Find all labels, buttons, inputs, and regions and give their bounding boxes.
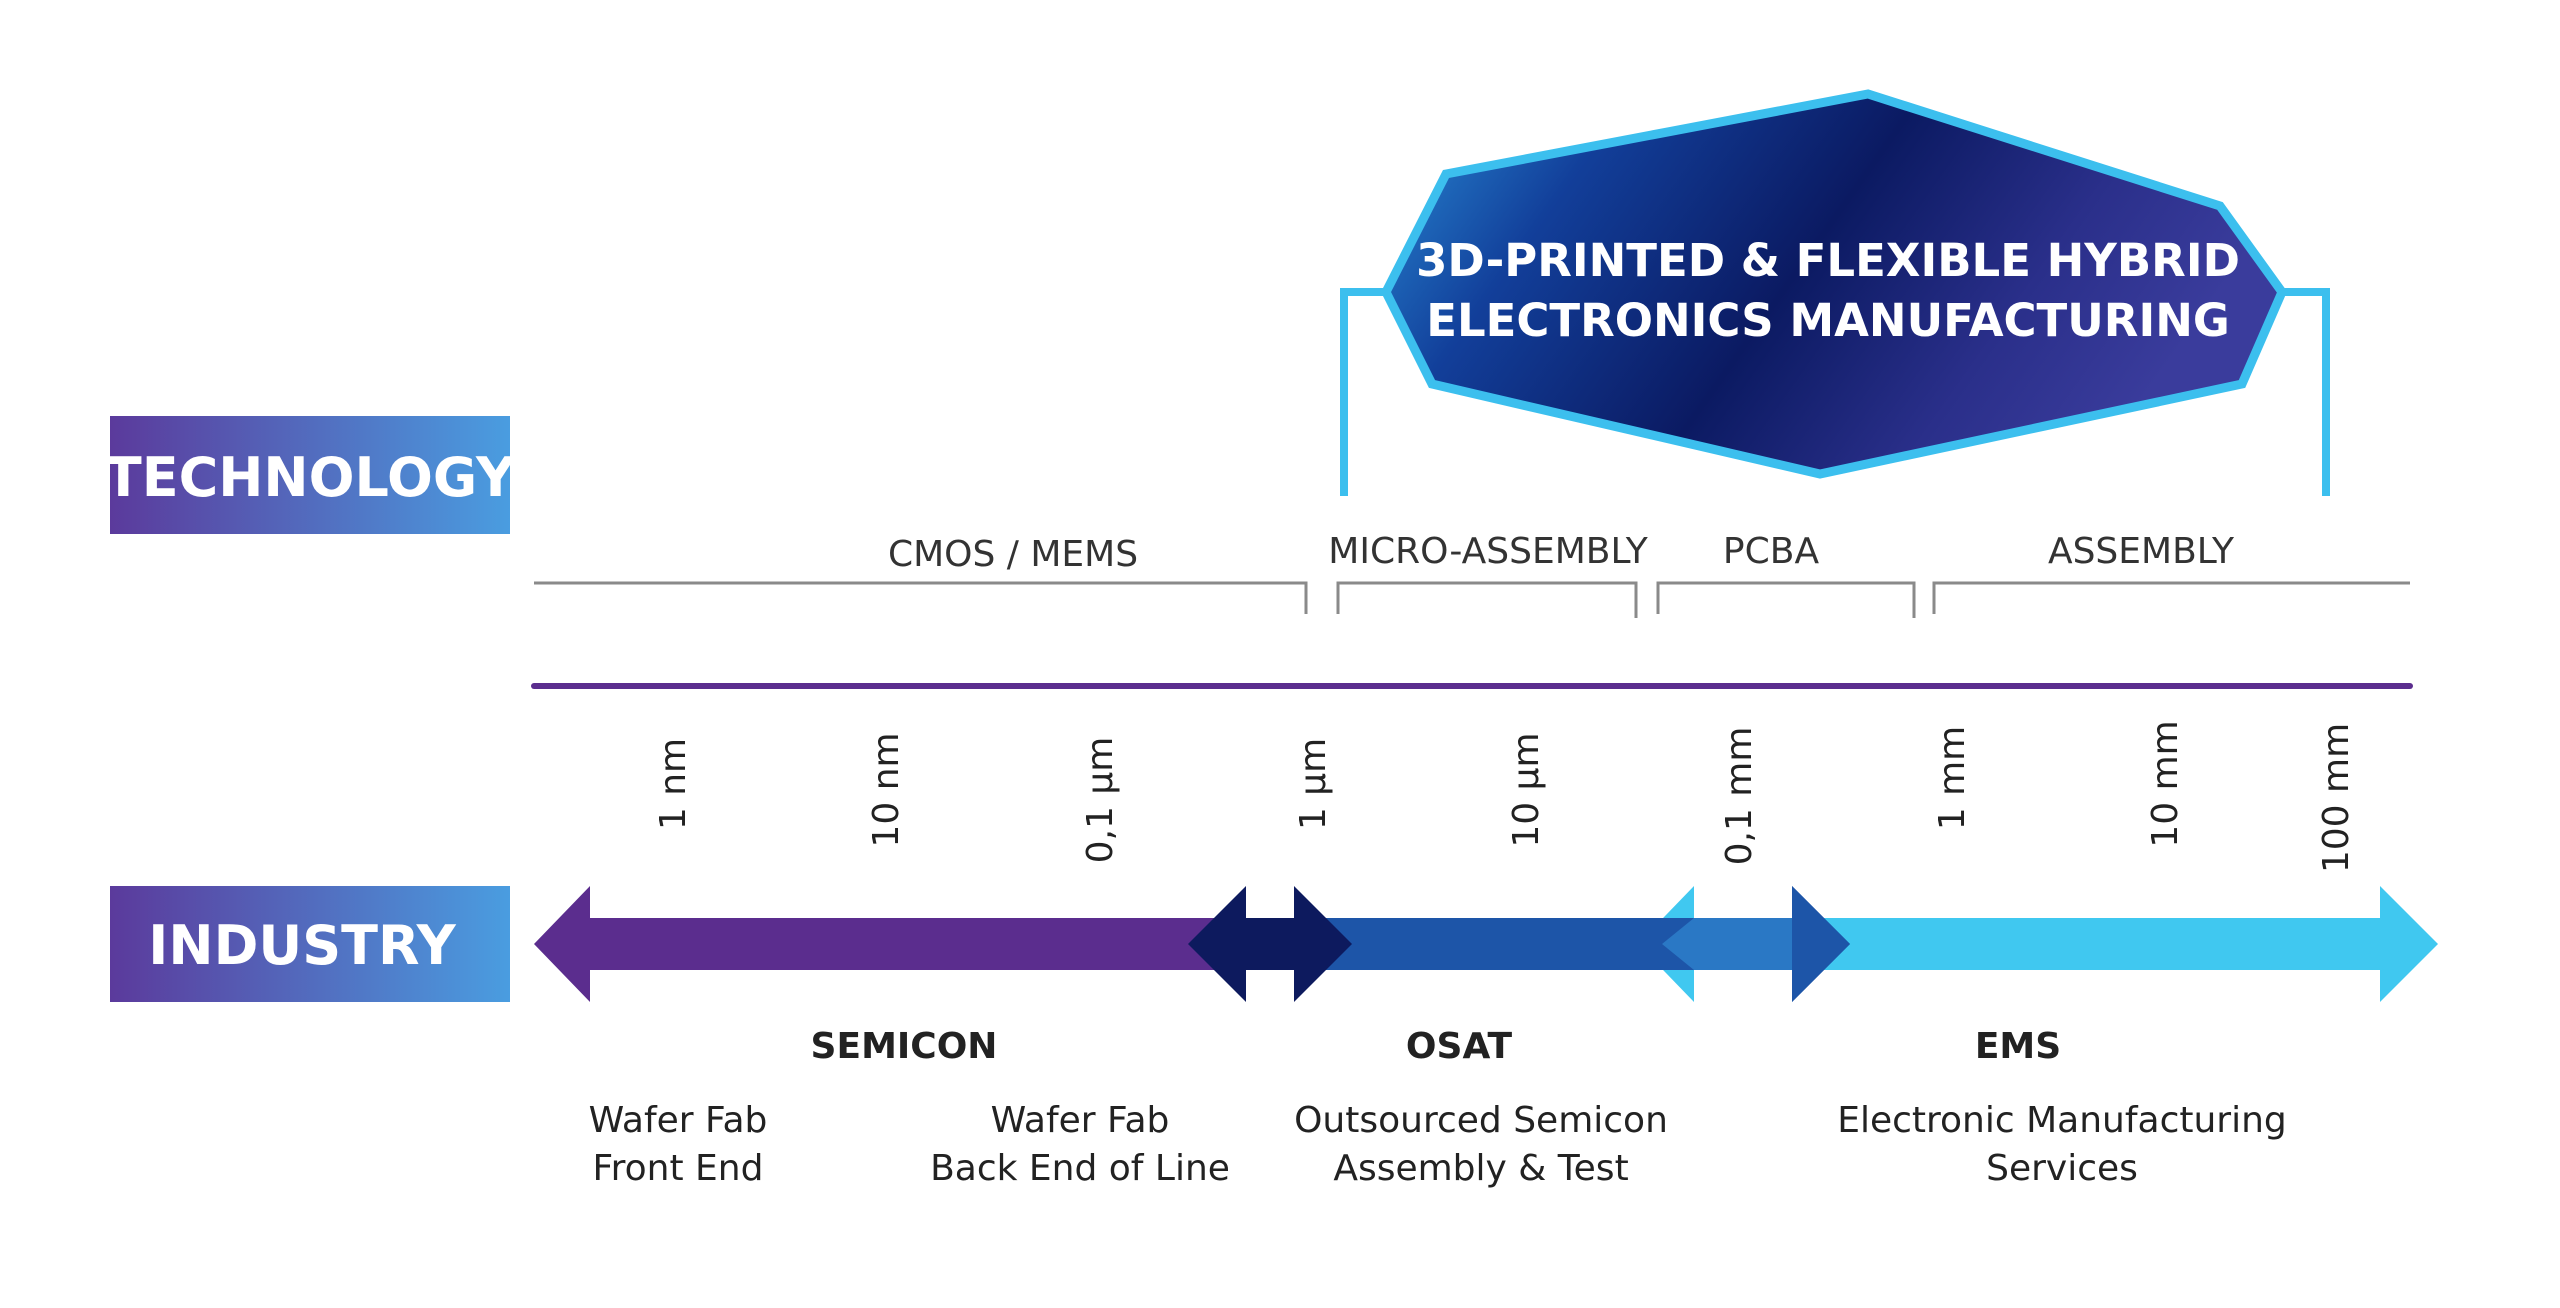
svg-text:Assembly & Test: Assembly & Test xyxy=(1333,1148,1628,1189)
svg-text:Wafer Fab: Wafer Fab xyxy=(991,1100,1170,1141)
tech-range-label-pcba: PCBA xyxy=(1723,531,1820,572)
svg-text:Electronic Manufacturing: Electronic Manufacturing xyxy=(1837,1100,2287,1141)
scale-tick-label: 10 nm xyxy=(866,732,907,847)
scale-tick-label: 0,1 µm xyxy=(1080,737,1121,864)
technology-label: TECHNOLOGY xyxy=(105,416,516,534)
industry-title-semicon: SEMICON xyxy=(811,1026,998,1067)
scale-ticks: 1 nm 10 nm 0,1 µm 1 µm 10 µm 0,1 mm 1 mm… xyxy=(653,720,2357,873)
industry-title-ems: EMS xyxy=(1975,1026,2061,1067)
highlight-bracket xyxy=(2284,288,2330,496)
industry-arrows xyxy=(534,886,2438,1002)
svg-text:Services: Services xyxy=(1986,1148,2138,1189)
osat-arrow-head xyxy=(1792,886,1850,1002)
tech-range-label-assembly: ASSEMBLY xyxy=(2048,531,2235,572)
osat-ems-overlap xyxy=(1662,918,1792,970)
industry-description: Wafer Fab Back End of Line xyxy=(930,1100,1230,1189)
industry-title-osat: OSAT xyxy=(1406,1026,1513,1067)
svg-text:Back End of Line: Back End of Line xyxy=(930,1148,1230,1189)
tech-range-label-cmos-mems: CMOS / MEMS xyxy=(888,534,1138,575)
osat-arrow xyxy=(1296,886,1850,1002)
svg-text:Outsourced Semicon: Outsourced Semicon xyxy=(1294,1100,1668,1141)
scale-tick-label: 100 mm xyxy=(2316,723,2357,873)
highlight-badge: 3D-PRINTED & FLEXIBLE HYBRID ELECTRONICS… xyxy=(1340,89,2330,496)
semicon-arrow xyxy=(534,886,1250,1002)
scale-tick-label: 10 mm xyxy=(2145,720,2186,847)
highlight-bracket xyxy=(1340,288,1386,496)
scale-tick-label: 0,1 mm xyxy=(1719,727,1760,866)
scale-tick-label: 10 µm xyxy=(1506,732,1547,847)
industry-description: Wafer Fab Front End xyxy=(589,1100,768,1189)
industry-description: Outsourced Semicon Assembly & Test xyxy=(1294,1100,1668,1189)
semicon-osat-overlap xyxy=(1188,886,1352,1002)
highlight-hexagon xyxy=(1380,89,2288,479)
tech-range-label-micro-assembly: MICRO-ASSEMBLY xyxy=(1328,531,1648,572)
tech-range-bracket xyxy=(1336,581,1638,618)
tech-range-bracket xyxy=(534,581,1308,614)
tech-range-bracket xyxy=(1932,581,2410,614)
svg-text:Wafer Fab: Wafer Fab xyxy=(589,1100,768,1141)
industry-description: Electronic Manufacturing Services xyxy=(1837,1100,2287,1189)
tech-range-bracket xyxy=(1656,581,1916,618)
scale-tick-label: 1 µm xyxy=(1293,738,1334,830)
svg-text:TECHNOLOGY: TECHNOLOGY xyxy=(105,446,516,509)
highlight-title-line2: ELECTRONICS MANUFACTURING xyxy=(1426,294,2230,347)
scale-tick-label: 1 nm xyxy=(653,738,694,830)
ems-arrow xyxy=(1658,886,2438,1002)
industry-label: INDUSTRY xyxy=(110,886,510,1002)
scale-tick-label: 1 mm xyxy=(1932,726,1973,830)
svg-text:Front End: Front End xyxy=(593,1148,764,1189)
svg-text:INDUSTRY: INDUSTRY xyxy=(148,914,456,977)
highlight-title-line1: 3D-PRINTED & FLEXIBLE HYBRID xyxy=(1416,234,2240,287)
